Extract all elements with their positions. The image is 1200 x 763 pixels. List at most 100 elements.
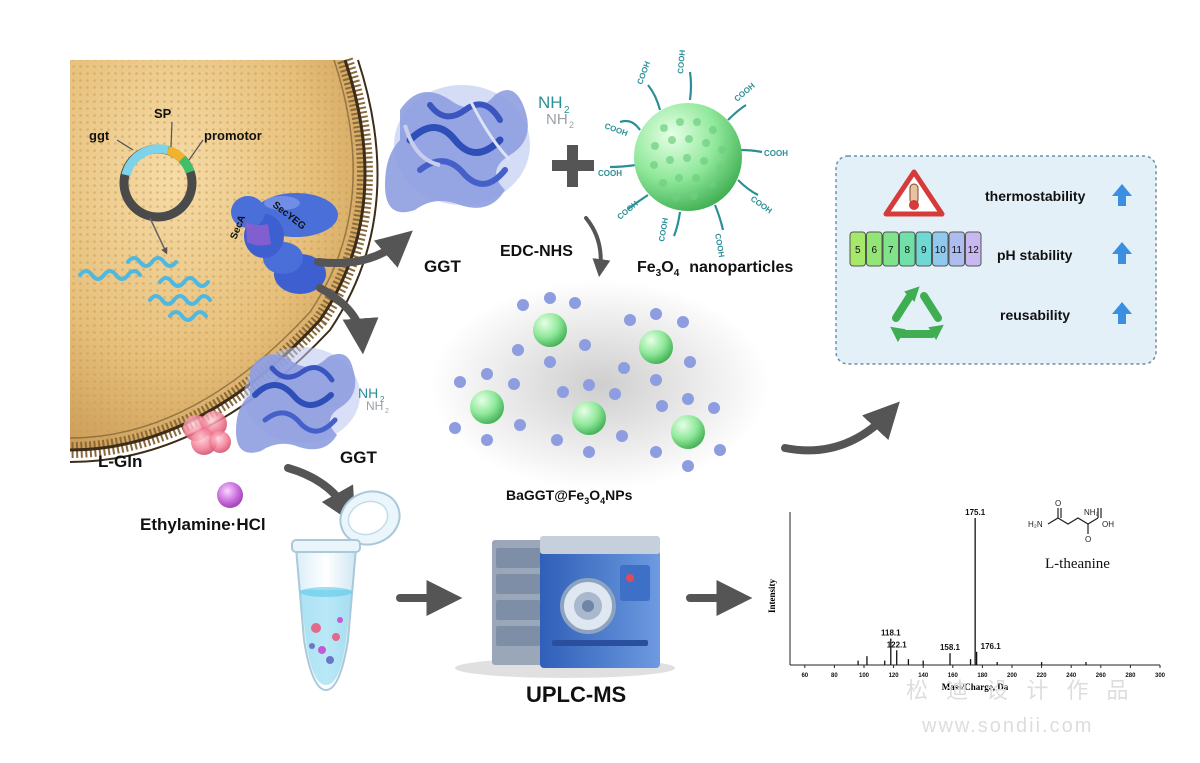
- ph-value: 6: [871, 245, 877, 256]
- cooh-label: COOH: [598, 169, 622, 178]
- x-tick-label: 220: [1037, 673, 1048, 679]
- h2n-label: H₂N: [1028, 520, 1043, 529]
- immobilized-nanoparticle: [551, 379, 628, 458]
- immobilized-nanoparticle: [650, 393, 726, 472]
- watermark-text: 松 迪 设 计 作 品: [906, 678, 1135, 703]
- immobilized-nanoparticle: [512, 292, 591, 368]
- cooh-label: COOH: [603, 121, 629, 138]
- product-suffix: NPs: [605, 487, 632, 503]
- ph-value: 10: [935, 245, 947, 256]
- sub-3: 3: [656, 268, 662, 279]
- nh2-label: NH₂: [1084, 508, 1099, 517]
- ethylamine-label: Ethylamine·HCl: [140, 515, 266, 534]
- x-tick-label: 100: [859, 673, 870, 679]
- ph-tile: [948, 231, 965, 267]
- immobilized-nanoparticle: [449, 368, 526, 446]
- ph-tile: [866, 231, 883, 267]
- peak-label: 122.1: [887, 640, 908, 649]
- ph-tile: [915, 231, 932, 267]
- ggt-gene-label: ggt: [89, 128, 110, 143]
- l-theanine-structure: [1047, 508, 1102, 534]
- l-gln-molecule: [183, 411, 231, 455]
- peak-label: 176.1: [981, 642, 1002, 651]
- thermostability-label: thermostability: [985, 188, 1086, 204]
- x-tick-label: 260: [1096, 673, 1107, 679]
- x-tick-label: 140: [918, 673, 929, 679]
- cooh-label: COOH: [733, 81, 757, 103]
- cooh-label: COOH: [616, 199, 640, 221]
- x-tick-label: 120: [889, 673, 900, 679]
- peak-label: 158.1: [940, 643, 961, 652]
- ggt-protein-middle: NH 2 NH 2: [236, 347, 389, 453]
- thermometer-warning-icon: [883, 169, 945, 217]
- nh2-label-top-b: NH: [546, 111, 568, 128]
- ph-value: 12: [968, 245, 980, 256]
- peak-label: 175.1: [965, 508, 986, 517]
- process-arrows: [284, 216, 900, 616]
- watermark-url: www.sondii.com: [921, 715, 1093, 737]
- cooh-label: COOH: [676, 49, 687, 74]
- ph-stability-label: pH stability: [997, 247, 1073, 263]
- ph-tile: [932, 231, 949, 267]
- o2-label: O: [1085, 535, 1091, 544]
- cooh-label: COOH: [635, 60, 652, 86]
- plasmid: ggt SP promotor: [89, 106, 262, 222]
- immobilized-nanoparticle: [618, 308, 696, 386]
- up-arrow-icon: [1112, 184, 1132, 206]
- nh2-sub-top-b: 2: [569, 120, 574, 130]
- peak-label: 118.1: [881, 629, 901, 638]
- edc-nhs-label: EDC-NHS: [500, 243, 573, 260]
- compound-label: L-theanine: [1045, 556, 1110, 572]
- nh2-label-mid-a: NH: [358, 385, 378, 401]
- product-sub-4: 4: [600, 496, 605, 506]
- ggt-label-top: GGT: [424, 257, 461, 276]
- x-tick-label: 200: [1007, 673, 1018, 679]
- nh2-label-mid-b: NH: [366, 399, 383, 413]
- product-label: BaGGT@Fe3O4NPs: [506, 487, 633, 506]
- nh2-sub-mid-a: 2: [380, 395, 385, 404]
- o1-label: O: [1055, 499, 1061, 508]
- nh2-sub-top-a: 2: [564, 105, 570, 116]
- x-tick-label: 180: [977, 673, 988, 679]
- sp-label: SP: [154, 106, 172, 121]
- reaction-tube: [291, 490, 401, 692]
- sub-4: 4: [674, 268, 680, 279]
- nanoparticles-text: nanoparticles: [689, 259, 793, 276]
- reusability-label: reusability: [1000, 307, 1070, 323]
- product-prefix: BaGGT@Fe: [506, 487, 584, 503]
- product-sub-3: 3: [584, 496, 589, 506]
- ph-tile: [882, 231, 899, 267]
- oh-label: OH: [1102, 520, 1114, 529]
- o-text: O: [661, 259, 673, 276]
- ph-tile: [899, 231, 916, 267]
- uplc-ms-instrument: [455, 536, 675, 678]
- ggt-protein-top: NH 2 NH 2: [385, 85, 574, 213]
- x-tick-label: 240: [1066, 673, 1077, 679]
- immobilized-enzyme-cluster: [430, 280, 770, 490]
- promotor-label: promotor: [204, 128, 262, 143]
- ph-value: 9: [921, 245, 927, 256]
- recycle-icon: [890, 286, 944, 343]
- nh2-label-top-a: NH: [538, 93, 563, 112]
- x-tick-label: 300: [1155, 673, 1166, 679]
- nh2-sub-mid-b: 2: [385, 408, 389, 415]
- svg-text:BaGGT@Fe3O4NPs: BaGGT@Fe3O4NPs: [506, 487, 633, 506]
- ph-tile: [849, 231, 866, 267]
- fe3o4-nanoparticle: COOH COOH COOH COOH COOH COOH COOH COOH …: [598, 49, 788, 258]
- uplc-ms-label: UPLC-MS: [526, 682, 626, 707]
- ph-value: 8: [904, 245, 910, 256]
- ph-value: 7: [888, 245, 894, 256]
- ggt-label-middle: GGT: [340, 448, 377, 467]
- up-arrow-icon: [1112, 242, 1132, 264]
- x-tick-label: 80: [831, 673, 838, 679]
- x-tick-label: 160: [948, 673, 959, 679]
- ethylamine-molecule: [217, 482, 243, 508]
- y-axis-label: Intensity: [767, 579, 777, 614]
- peptide-helices: [78, 256, 212, 322]
